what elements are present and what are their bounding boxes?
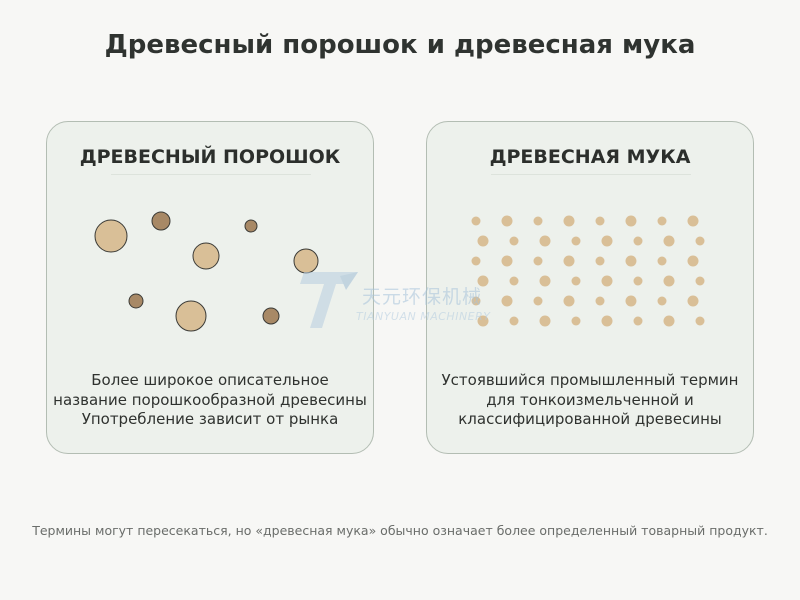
description-line: Более широкое описательное bbox=[91, 371, 329, 389]
fine-particle bbox=[687, 215, 699, 227]
fine-particles-illustration bbox=[471, 215, 705, 327]
fine-particle bbox=[571, 276, 581, 286]
title-underline bbox=[491, 174, 691, 175]
fine-particle bbox=[595, 256, 605, 266]
fine-particle bbox=[687, 295, 699, 307]
fine-particle bbox=[471, 256, 481, 266]
fine-particle bbox=[625, 215, 637, 227]
fine-particle bbox=[563, 255, 575, 267]
description-line: название порошкообразной древесины bbox=[53, 390, 367, 409]
footnote: Термины могут пересекаться, но «древесна… bbox=[32, 523, 768, 538]
fine-particle bbox=[595, 216, 605, 226]
coarse-particle bbox=[128, 293, 144, 309]
coarse-particle bbox=[151, 211, 171, 231]
title-underline bbox=[111, 174, 311, 175]
fine-particle bbox=[563, 215, 575, 227]
fine-particle bbox=[533, 256, 543, 266]
coarse-particle bbox=[262, 307, 280, 325]
fine-particle bbox=[509, 236, 519, 246]
coarse-particle bbox=[192, 242, 220, 270]
fine-particle bbox=[501, 215, 513, 227]
fine-particle bbox=[657, 296, 667, 306]
fine-particle bbox=[539, 315, 551, 327]
card-wood-powder: ДРЕВЕСНЫЙ ПОРОШОК Более широкое описател… bbox=[46, 121, 374, 454]
fine-particle bbox=[663, 315, 675, 327]
fine-particle bbox=[471, 216, 481, 226]
fine-particle bbox=[601, 275, 613, 287]
fine-particle bbox=[657, 216, 667, 226]
fine-particle bbox=[477, 315, 489, 327]
fine-particle bbox=[695, 236, 705, 246]
fine-particle bbox=[501, 295, 513, 307]
fine-particle bbox=[657, 256, 667, 266]
fine-particle bbox=[501, 255, 513, 267]
fine-particle bbox=[533, 296, 543, 306]
coarse-particle bbox=[244, 219, 258, 233]
card-description-wood-powder: Более широкое описательное название поро… bbox=[47, 371, 373, 430]
fine-particle bbox=[695, 316, 705, 326]
description-line: классифицированной древесины bbox=[458, 410, 722, 428]
page-title: Древесный порошок и древесная мука bbox=[104, 30, 696, 60]
coarse-particle bbox=[175, 300, 207, 332]
card-wood-flour: ДРЕВЕСНАЯ МУКА Устоявшийся промышленный … bbox=[426, 121, 754, 454]
fine-particle bbox=[625, 255, 637, 267]
fine-particle bbox=[601, 315, 613, 327]
fine-particle bbox=[695, 276, 705, 286]
fine-particle bbox=[571, 236, 581, 246]
fine-particle bbox=[601, 235, 613, 247]
watermark-english-text: TIANYUAN MACHINERY bbox=[356, 310, 491, 323]
fine-particle bbox=[563, 295, 575, 307]
fine-particle bbox=[471, 296, 481, 306]
fine-particle bbox=[533, 216, 543, 226]
fine-particle bbox=[509, 316, 519, 326]
fine-particle bbox=[687, 255, 699, 267]
coarse-particles-illustration bbox=[94, 211, 319, 332]
logo-icon bbox=[300, 272, 358, 328]
fine-particle bbox=[477, 235, 489, 247]
card-title-wood-powder: ДРЕВЕСНЫЙ ПОРОШОК bbox=[79, 146, 341, 168]
fine-particle bbox=[509, 276, 519, 286]
fine-particle bbox=[633, 276, 643, 286]
fine-particle bbox=[663, 235, 675, 247]
fine-particle bbox=[633, 236, 643, 246]
watermark-chinese-text: 天元环保机械 bbox=[362, 286, 483, 308]
fine-particle bbox=[663, 275, 675, 287]
coarse-particle bbox=[94, 219, 128, 253]
card-title-wood-flour: ДРЕВЕСНАЯ МУКА bbox=[489, 146, 691, 168]
description-line: Употребление зависит от рынка bbox=[81, 410, 339, 428]
description-line: для тонкоизмельченной и bbox=[486, 390, 694, 409]
watermark-logo: 天元环保机械 TIANYUAN MACHINERY bbox=[300, 268, 500, 332]
fine-particle bbox=[539, 235, 551, 247]
fine-particle bbox=[633, 316, 643, 326]
fine-particle bbox=[625, 295, 637, 307]
card-description-wood-flour: Устоявшийся промышленный термин для тонк… bbox=[427, 371, 753, 430]
fine-particle bbox=[595, 296, 605, 306]
fine-particle bbox=[571, 316, 581, 326]
description-line: Устоявшийся промышленный термин bbox=[441, 371, 739, 389]
fine-particle bbox=[539, 275, 551, 287]
fine-particle bbox=[477, 275, 489, 287]
